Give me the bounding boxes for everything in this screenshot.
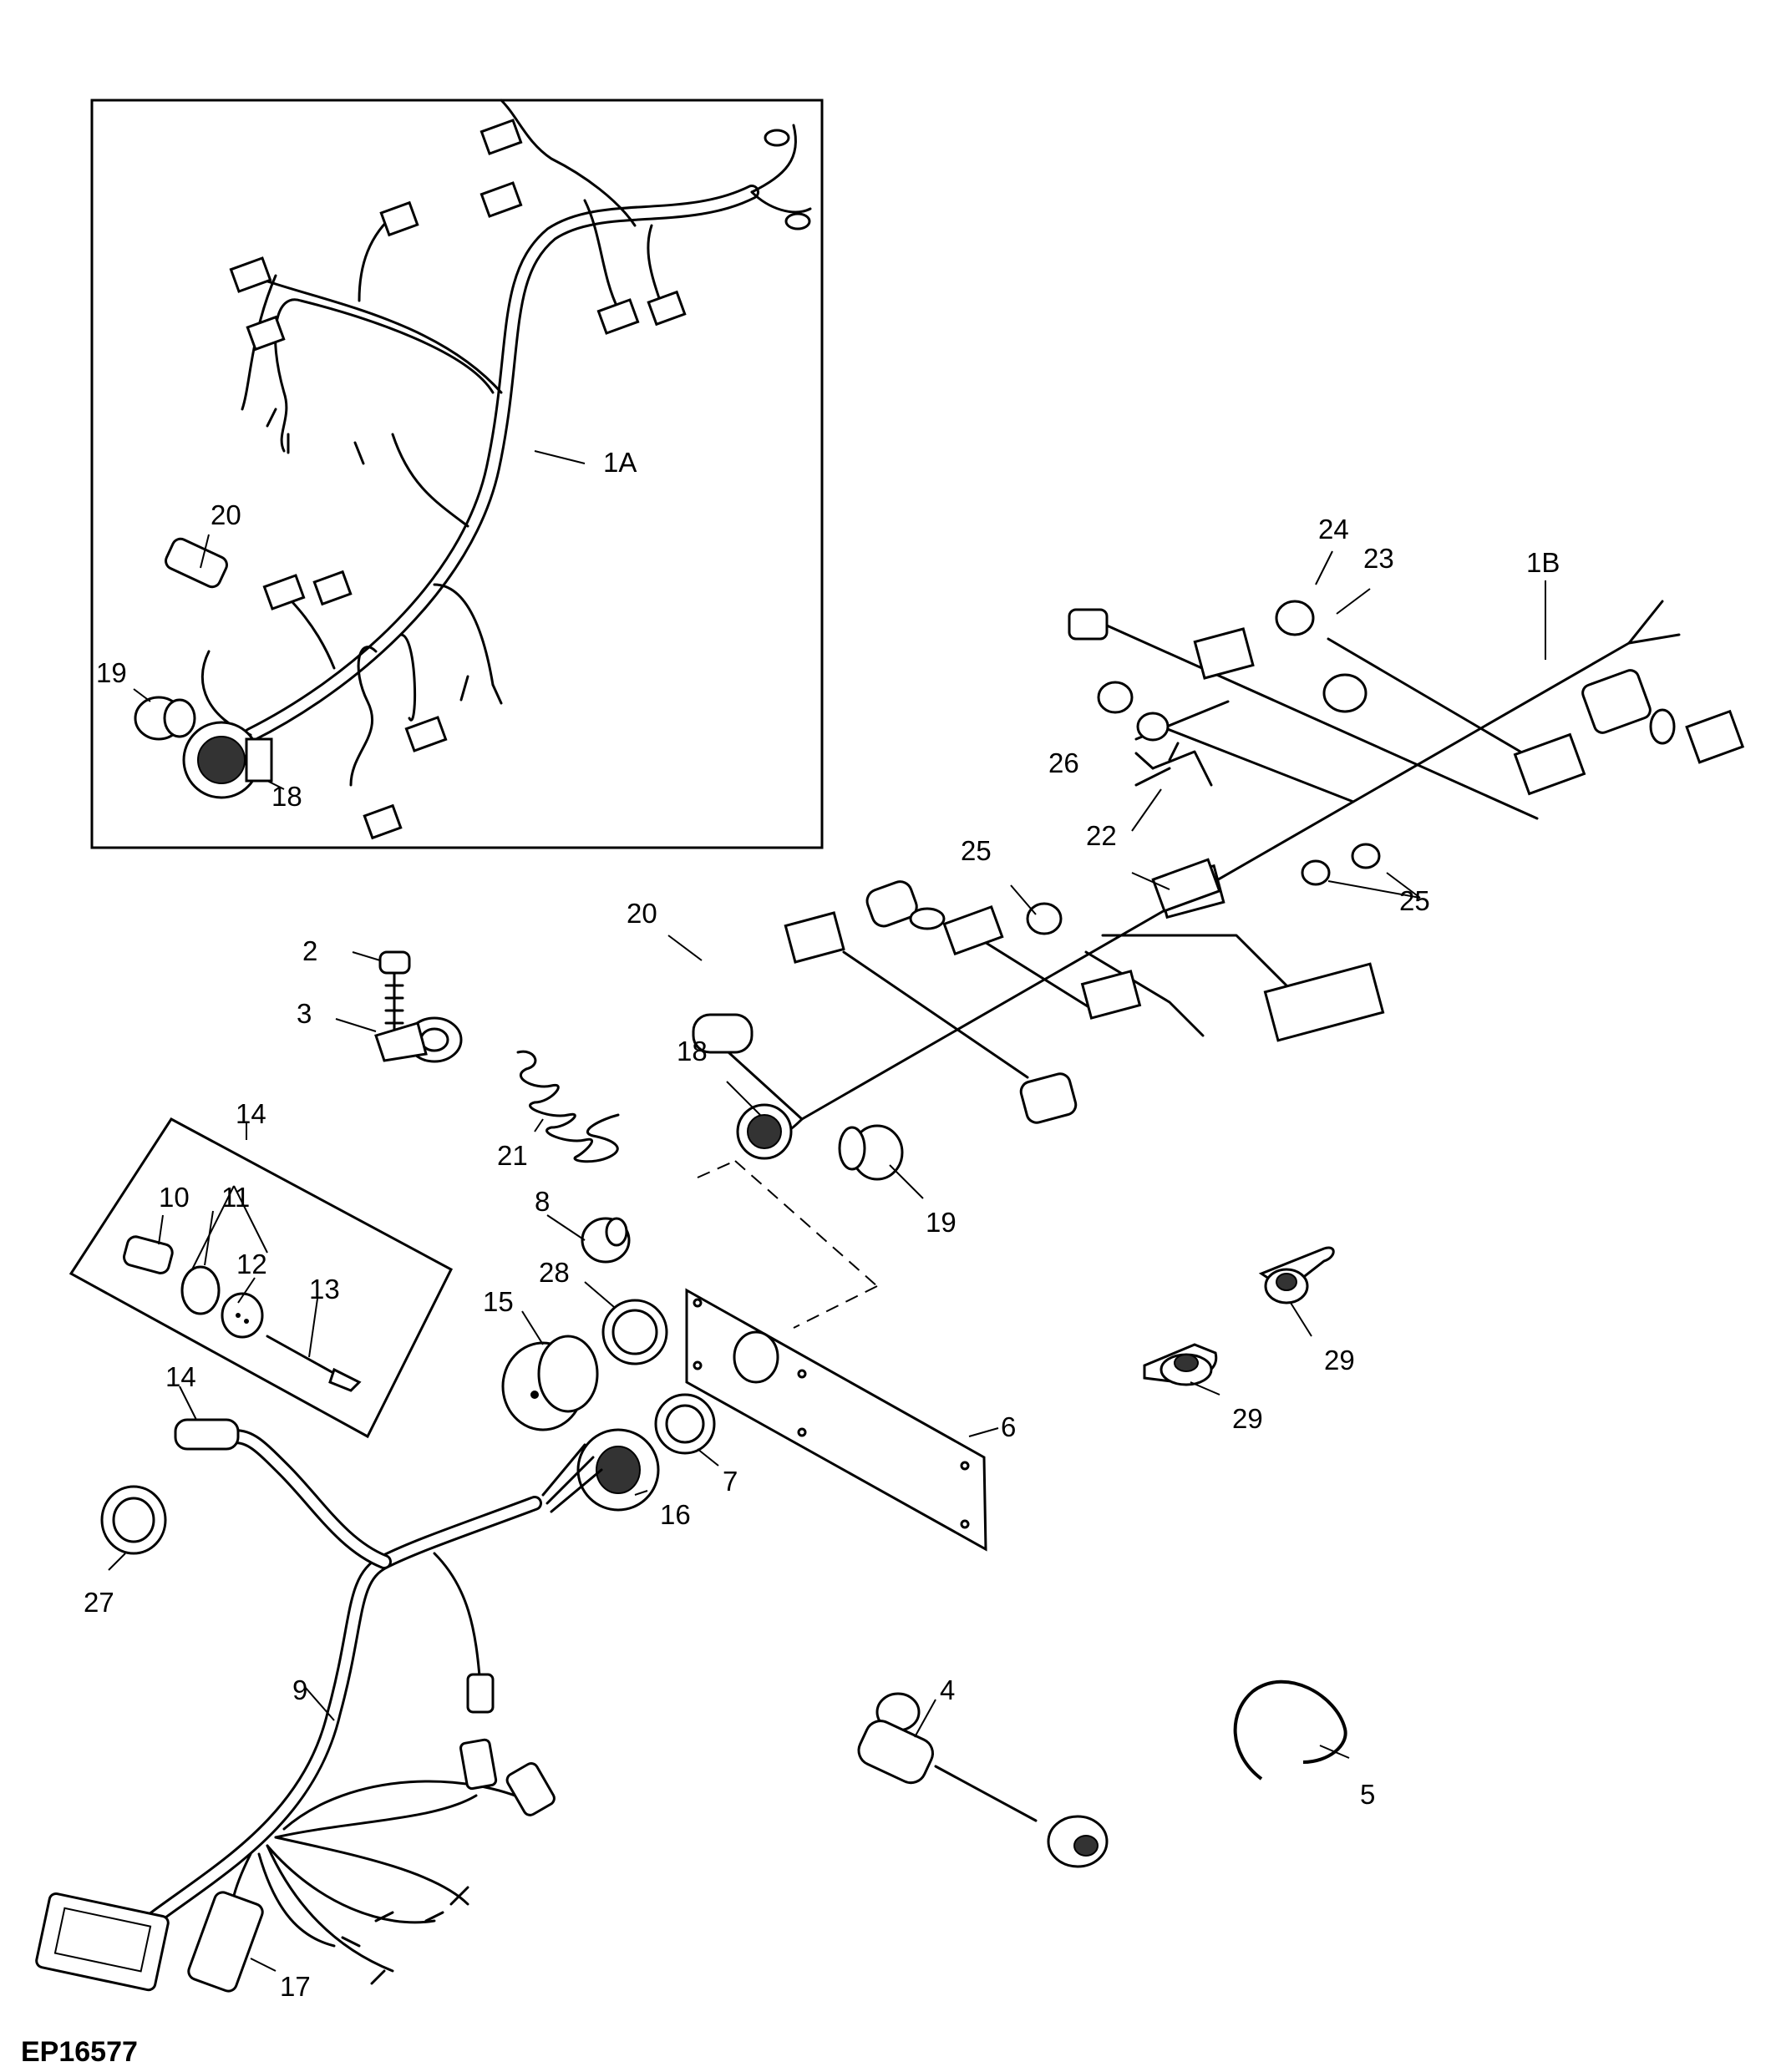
callout-19: 19 [926, 1207, 957, 1238]
part-11-nut [180, 1265, 221, 1315]
harness-1b [692, 600, 1745, 1181]
callout-19-inset: 19 [96, 657, 127, 688]
callout-22: 22 [1086, 820, 1117, 851]
callout-10: 10 [159, 1182, 190, 1213]
callout-16: 16 [660, 1499, 691, 1530]
callout-2: 2 [302, 935, 317, 966]
callout-1a: 1A [603, 447, 637, 478]
part-27-nut [100, 1485, 167, 1555]
leader-lines [108, 450, 1546, 1972]
part-29-washer-b [1143, 1343, 1218, 1386]
callout-18: 18 [677, 1036, 708, 1066]
callout-21: 21 [497, 1140, 528, 1171]
part-15-cap [501, 1335, 599, 1431]
part-7-nut [654, 1393, 716, 1455]
figure-id: EP16577 [21, 2036, 138, 2068]
callout-6: 6 [1001, 1411, 1016, 1442]
callout-27: 27 [84, 1587, 114, 1618]
part-29-washer-a [1258, 1246, 1335, 1304]
callout-25-top: 25 [961, 835, 992, 866]
inset-frame [90, 99, 824, 849]
callout-4: 4 [940, 1674, 955, 1705]
part-10-plug [123, 1235, 174, 1274]
harness-1a [134, 99, 812, 840]
callout-3: 3 [297, 998, 312, 1029]
callout-20-inset: 20 [211, 499, 241, 530]
callout-15: 15 [483, 1286, 514, 1317]
callout-8: 8 [535, 1186, 550, 1217]
part-5-strap [1233, 1679, 1347, 1781]
harness-9 [35, 1418, 556, 1993]
callout-5: 5 [1360, 1779, 1375, 1810]
callout-9: 9 [292, 1674, 307, 1705]
part-16-receptacle [541, 1428, 660, 1513]
part-4-receptacle [857, 1692, 1109, 1868]
part-13-pin [266, 1335, 362, 1392]
callout-14: 14 [165, 1361, 196, 1392]
part-21-spring [516, 1050, 620, 1163]
callout-24: 24 [1318, 514, 1349, 545]
part-6-plate [685, 1288, 987, 1552]
callout-25-right: 25 [1399, 885, 1430, 916]
callout-11: 11 [221, 1182, 250, 1213]
callout-18-inset: 18 [271, 781, 302, 812]
part-28-nut [601, 1299, 668, 1365]
callout-17: 17 [280, 1971, 311, 2002]
callout-29-left: 29 [1232, 1403, 1263, 1434]
callout-28: 28 [539, 1257, 570, 1288]
callout-7: 7 [723, 1466, 738, 1497]
part-8-cap [581, 1217, 631, 1264]
part-12-insert [221, 1292, 264, 1339]
callout-26: 26 [1048, 747, 1079, 778]
callout-23: 23 [1363, 543, 1394, 574]
part-2-bolt [378, 950, 411, 1033]
callout-13: 13 [309, 1274, 340, 1304]
part-3-clamp [374, 1016, 463, 1063]
callout-20: 20 [627, 898, 657, 929]
callout-1b: 1B [1526, 547, 1560, 578]
kit-14-frame [69, 1117, 453, 1439]
callout-14-kit: 14 [236, 1098, 266, 1129]
callout-12: 12 [236, 1249, 267, 1279]
callout-29-right: 29 [1324, 1345, 1355, 1375]
